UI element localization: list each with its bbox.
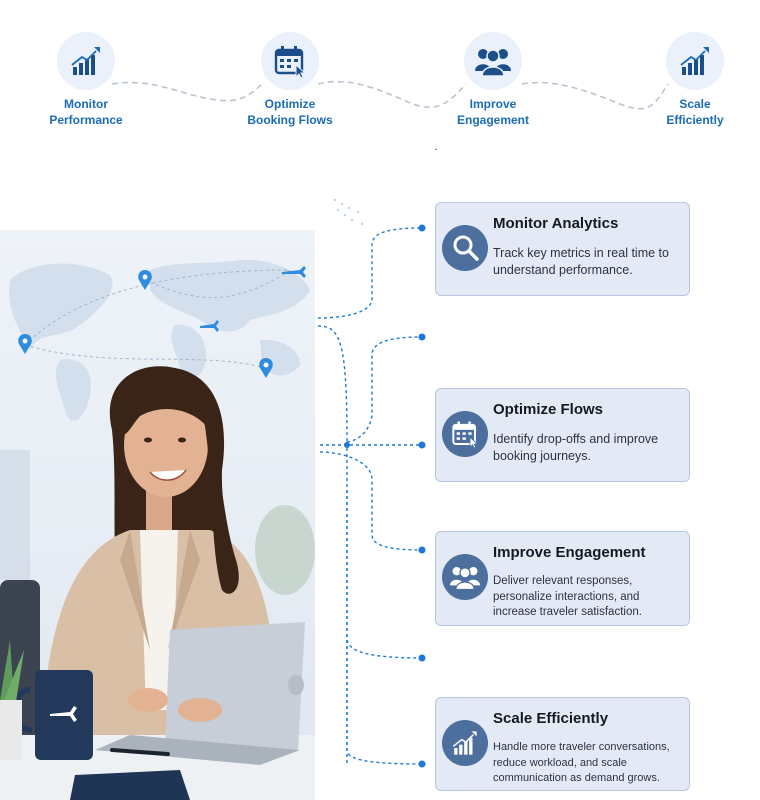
card-icon-circle (442, 225, 488, 271)
card-icon-circle (442, 554, 488, 600)
step-label: Scale Efficiently (635, 96, 755, 128)
card-scale-efficiently: Scale Efficiently Handle more traveler c… (435, 697, 690, 791)
location-pin-icon (138, 270, 152, 290)
woman-at-laptop-illustration (0, 259, 315, 800)
step-improve-engagement: Improve Engagement (433, 32, 553, 128)
card-icon-circle (442, 411, 488, 457)
location-pin-icon (259, 358, 273, 378)
rocket-growth-icon (452, 731, 477, 755)
card-optimize-flows: Optimize Flows Identify drop-offs and im… (435, 388, 690, 482)
airplane-icon (50, 706, 77, 722)
card-title: Improve Engagement (493, 544, 646, 561)
step-optimize-booking-flows: Optimize Booking Flows (230, 32, 350, 128)
location-pin-icon (18, 334, 32, 354)
step-circle (57, 32, 115, 90)
step-label-line1: Optimize (264, 97, 316, 111)
step-label-line2: Performance (49, 113, 123, 127)
step-label: Improve Engagement (433, 96, 553, 128)
card-monitor-analytics: Monitor Analytics Track key metrics in r… (435, 202, 690, 296)
card-connectors (317, 198, 426, 768)
step-monitor-performance: Monitor Performance (26, 32, 146, 128)
step-label-line2: Efficiently (666, 113, 724, 127)
step-scale-efficiently: Scale Efficiently (635, 32, 755, 128)
card-icon-circle (442, 720, 488, 766)
rocket-growth-icon (71, 47, 100, 75)
card-description: Track key metrics in real time to unders… (493, 246, 669, 277)
card-description: Identify drop-offs and improve booking j… (493, 432, 659, 463)
card-description: Handle more traveler conversations, redu… (493, 741, 670, 784)
step-connector-wave (111, 80, 669, 150)
calendar-cursor-icon (274, 46, 307, 79)
step-label: Optimize Booking Flows (230, 96, 350, 128)
step-circle (464, 32, 522, 90)
card-title: Optimize Flows (493, 401, 604, 418)
rocket-growth-icon (680, 47, 709, 75)
step-label-line1: Monitor (64, 97, 108, 111)
magnifier-icon (453, 235, 479, 261)
step-circle (666, 32, 724, 90)
step-label-line2: Booking Flows (247, 113, 333, 127)
step-label-line1: Improve (469, 97, 517, 111)
calendar-cursor-icon (452, 421, 479, 449)
card-improve-engagement: Improve Engagement Deliver relevant resp… (435, 531, 690, 626)
users-group-icon (450, 567, 480, 591)
step-label-line1: Scale (679, 97, 711, 111)
step-label-line2: Engagement (456, 113, 529, 127)
airplane-icon (282, 266, 306, 278)
step-flow: Monitor Performance Optimize Booking Flo… (0, 0, 760, 150)
step-circle (261, 32, 319, 90)
hero-photo (0, 230, 315, 800)
step-label: Monitor Performance (26, 96, 146, 128)
airplane-icon (200, 320, 219, 332)
card-description: Deliver relevant responses, personalize … (493, 575, 642, 618)
users-group-icon (475, 49, 511, 77)
card-title: Scale Efficiently (493, 710, 609, 727)
card-title: Monitor Analytics (493, 215, 619, 232)
